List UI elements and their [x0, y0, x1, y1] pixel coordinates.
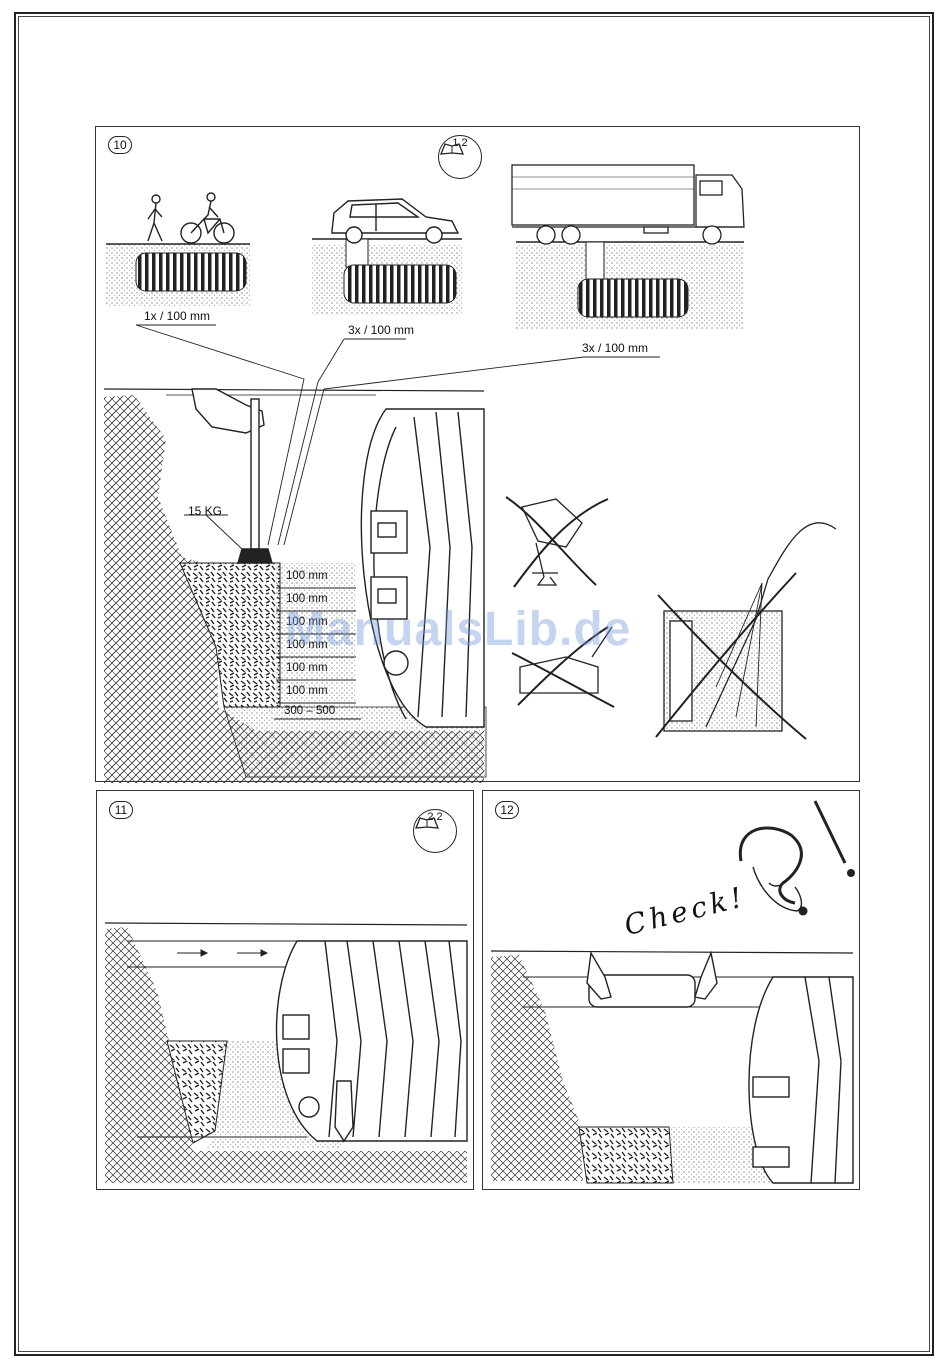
pipe-arrows-icon: [177, 950, 267, 956]
tamper-weight-label: 15 KG: [188, 504, 222, 518]
load-label-car: 3x / 100 mm: [348, 323, 414, 337]
car-icon: [332, 199, 458, 243]
step-number-12: 12: [495, 801, 519, 819]
watermark: ManualsLib.de: [285, 602, 631, 657]
panel-10-illustration: [96, 127, 861, 783]
hand-tamper-icon: [192, 389, 272, 563]
reference-badge-11: 2.2: [413, 809, 457, 853]
tank-section-12: [749, 977, 853, 1183]
pedestrian-icon: [148, 195, 162, 241]
layer-label-1: 100 mm: [286, 570, 328, 582]
layer-label-6: 100 mm: [286, 685, 328, 697]
panel-11-illustration: [97, 791, 475, 1191]
panel-step-12: 12 Check!: [482, 790, 860, 1190]
prohibited-rammer-icon: [506, 497, 608, 587]
tank-car: [344, 265, 456, 303]
book-icon: [439, 142, 465, 156]
step-number-11: 11: [109, 801, 133, 819]
exclamation-mark-icon: [815, 801, 854, 876]
book-icon: [414, 816, 440, 830]
question-mark-icon: [740, 828, 806, 914]
load-label-pedestrian: 1x / 100 mm: [144, 309, 210, 323]
tank-pedestrian: [136, 253, 246, 291]
layer-label-5: 100 mm: [286, 662, 328, 674]
load-label-truck: 3x / 100 mm: [582, 341, 648, 355]
panel-12-illustration: [483, 791, 861, 1191]
step-number-10: 10: [108, 136, 132, 154]
truck-icon: [512, 165, 744, 244]
tank-truck: [578, 279, 688, 317]
reference-badge-10: 1.2: [438, 135, 482, 179]
bicycle-icon: [181, 193, 234, 243]
tank-section-11: [277, 941, 467, 1141]
distance-label: 300 – 500: [284, 705, 335, 717]
panel-step-10: 10 1.2 1x / 100 mm 3x / 100 mm 3x / 100 …: [95, 126, 860, 782]
lid-with-hands-icon: [587, 953, 717, 1007]
prohibited-water-flooding-icon: [656, 523, 836, 739]
panel-step-11: 11 2.2: [96, 790, 474, 1190]
tank-section: [361, 409, 484, 727]
